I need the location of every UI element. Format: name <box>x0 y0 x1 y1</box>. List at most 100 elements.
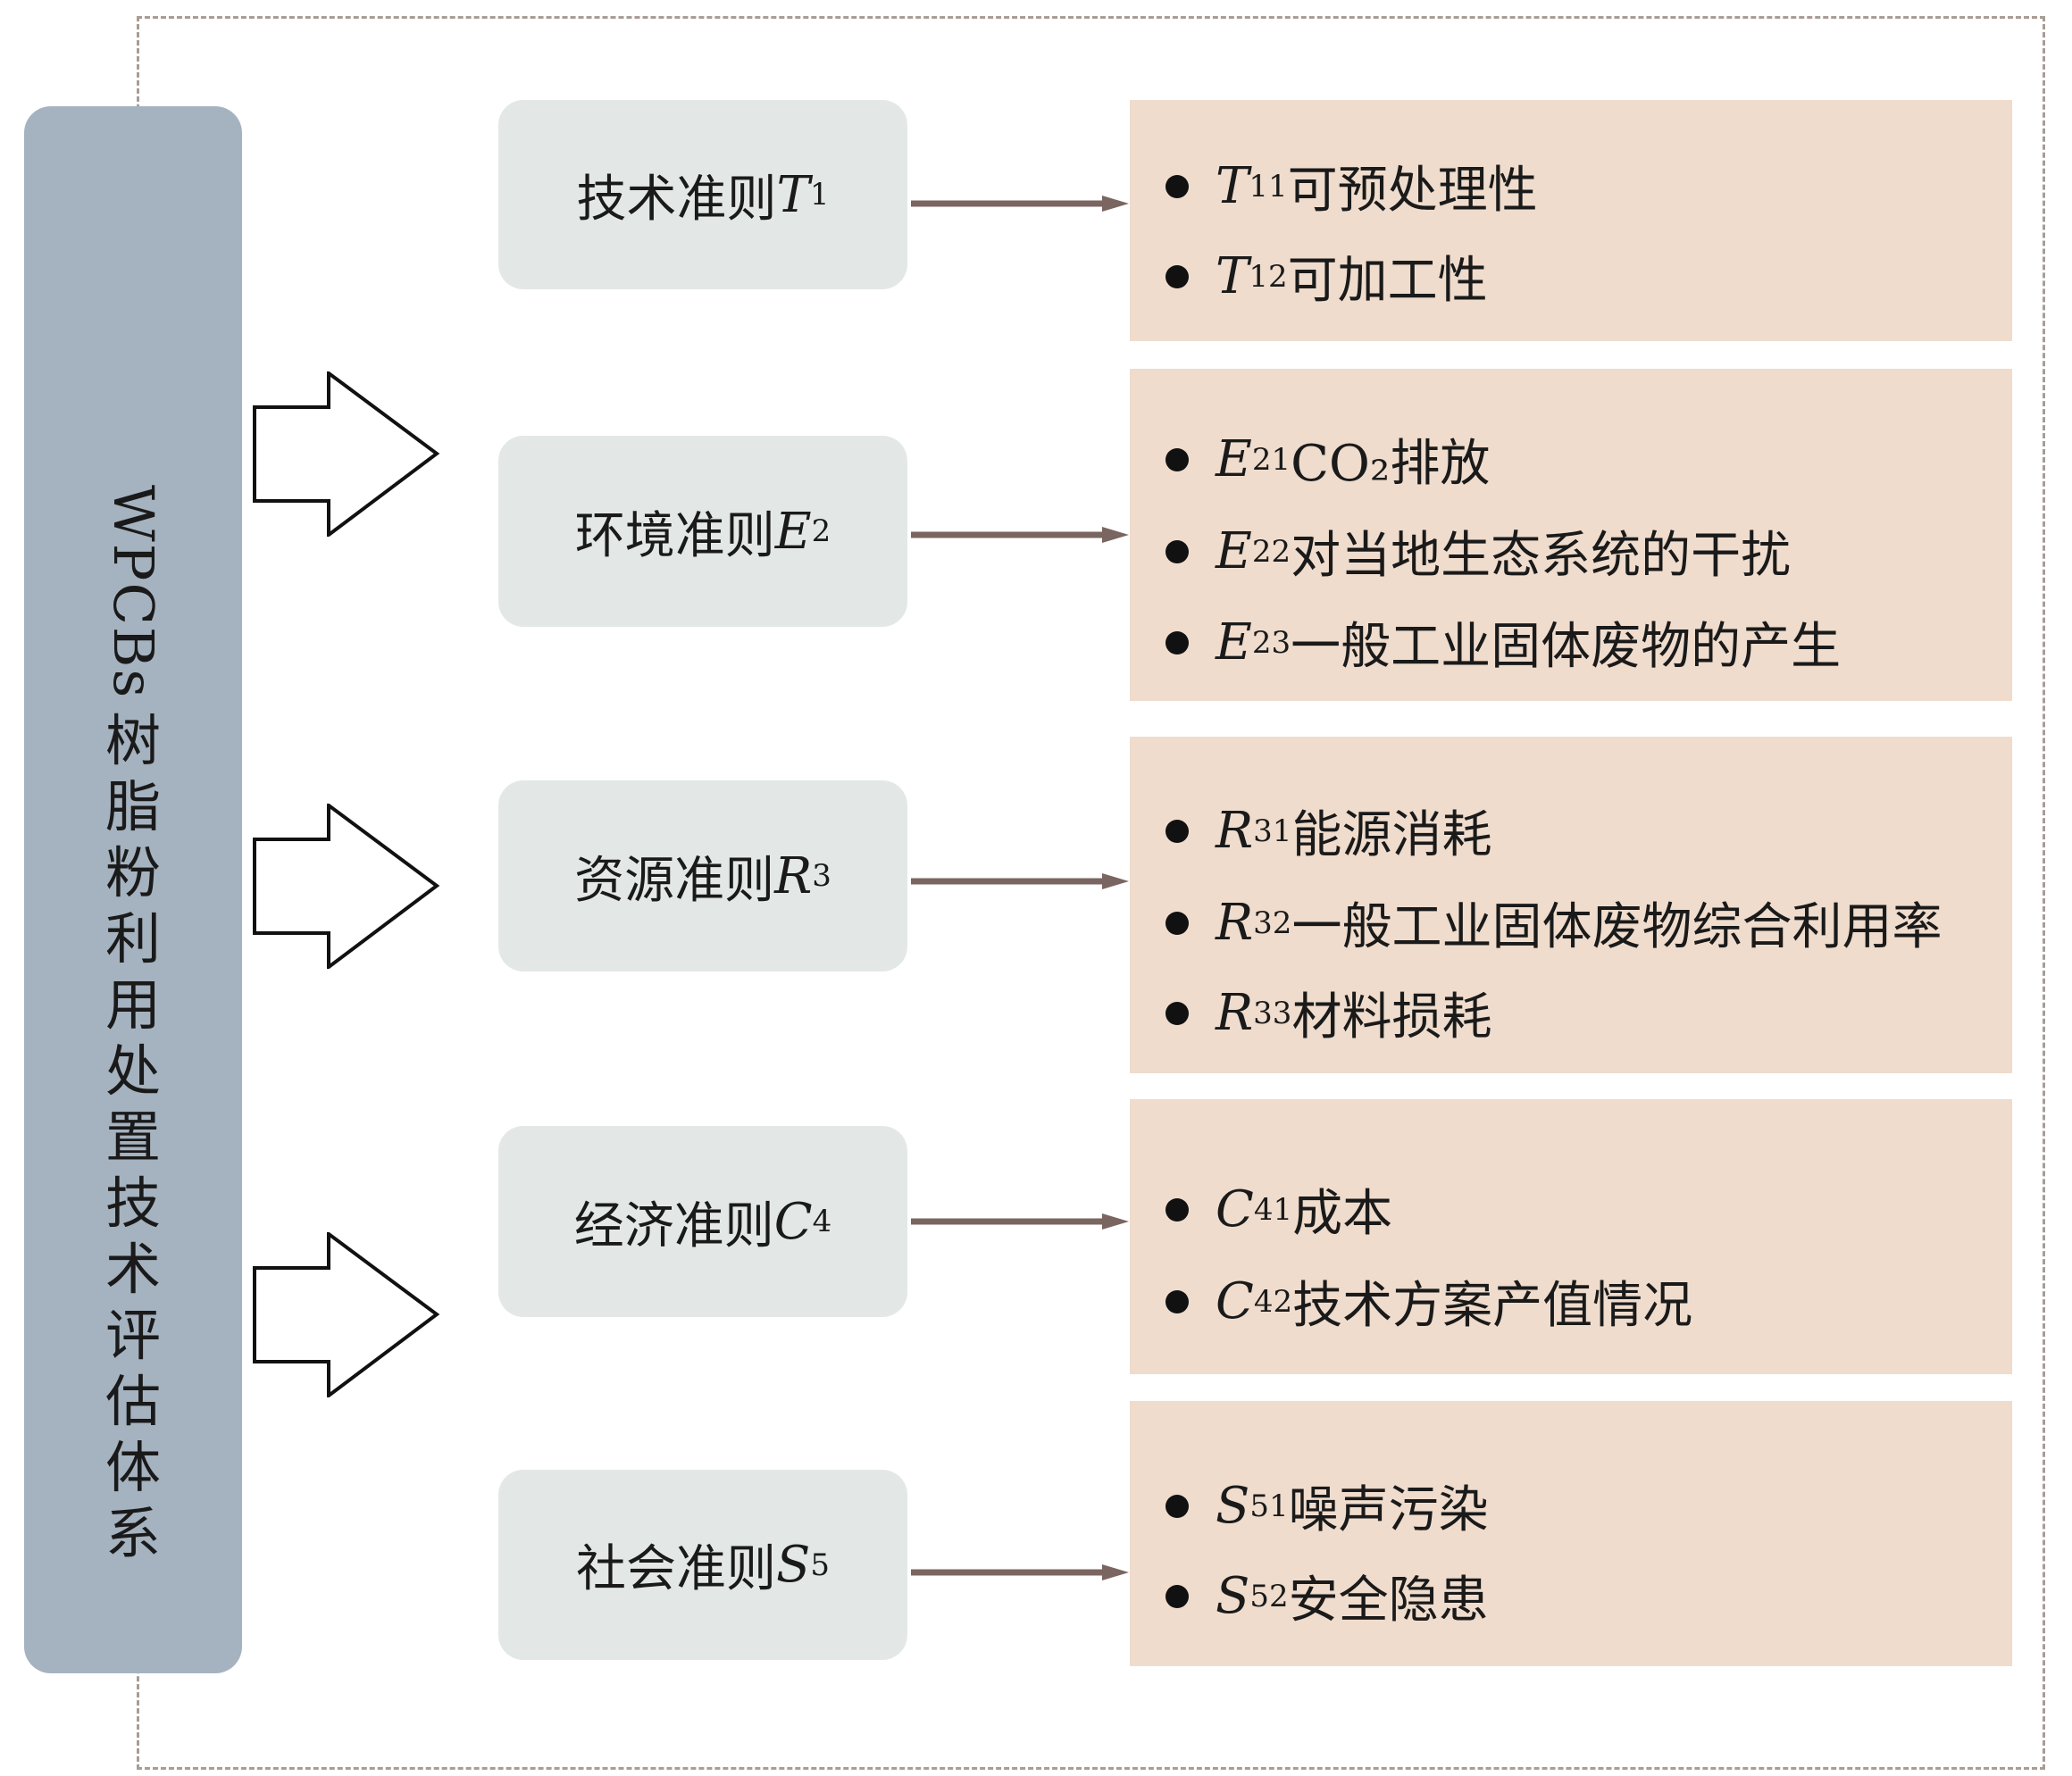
root-title-char: 评 <box>104 1303 161 1369</box>
bullet-icon <box>1166 819 1189 843</box>
connector-arrow-icon <box>911 1213 1129 1230</box>
criterion-label: 经济准则 <box>573 1197 774 1255</box>
root-title-char: 估 <box>104 1369 161 1435</box>
indicator-subscript: 32 <box>1253 905 1292 941</box>
indicator-text: 可预处理性 <box>1287 162 1538 220</box>
indicator-subscript: 21 <box>1251 441 1291 478</box>
block-arrow-icon <box>253 802 440 971</box>
indicator-symbol: S <box>1216 1477 1250 1535</box>
criterion-subscript: 1 <box>809 177 830 213</box>
root-title-char: 用 <box>104 972 161 1038</box>
indicator-text: 成本 <box>1292 1185 1393 1243</box>
root-node: WPCBs 树脂粉利用处置技术评估体系 <box>24 106 242 1673</box>
bullet-icon <box>1166 1197 1189 1222</box>
root-title-char: 置 <box>104 1105 161 1171</box>
bullet-icon <box>1166 630 1189 655</box>
root-title-char: 体 <box>104 1435 161 1501</box>
root-title-char: 系 <box>104 1501 161 1567</box>
indicator-symbol: R <box>1216 802 1254 860</box>
indicator-subscript: 42 <box>1253 1283 1293 1320</box>
criterion-label: 资源准则 <box>574 851 775 910</box>
criterion-subscript: 3 <box>812 858 831 894</box>
bullet-icon <box>1166 1494 1189 1518</box>
indicator-subscript: 22 <box>1251 533 1291 570</box>
indicator-text: 一般工业固体废物的产生 <box>1291 618 1842 676</box>
connector-arrow-icon <box>911 872 1129 890</box>
bullet-icon <box>1166 539 1189 563</box>
indicator-symbol: S <box>1216 1567 1250 1625</box>
criterion-symbol: S <box>775 1536 811 1594</box>
root-title-char: 脂 <box>104 774 161 840</box>
indicator-symbol: E <box>1216 522 1252 580</box>
indicator-symbol: C <box>1216 1180 1254 1238</box>
bullet-icon <box>1166 911 1189 935</box>
indicator-text: 可加工性 <box>1287 252 1488 310</box>
root-title-char: 粉 <box>104 840 161 906</box>
criterion-label: 环境准则 <box>574 506 775 565</box>
block-arrow-icon <box>253 1230 440 1400</box>
indicator-subscript: 33 <box>1253 995 1292 1031</box>
block-arrow-icon <box>253 370 440 539</box>
indicator-subscript: 11 <box>1249 168 1288 204</box>
criterion-label: 技术准则 <box>576 170 777 229</box>
indicator-symbol: T <box>1216 157 1249 215</box>
root-title-latin: WPCBs <box>101 485 166 700</box>
indicator-symbol: T <box>1216 247 1249 305</box>
root-title-char: 利 <box>104 906 161 972</box>
indicator-symbol: E <box>1216 613 1252 671</box>
criterion-symbol: T <box>776 165 810 224</box>
indicator-subscript: 31 <box>1253 813 1292 849</box>
indicator-symbol: C <box>1216 1272 1254 1330</box>
indicator-text: 一般工业固体废物综合利用率 <box>1291 898 1942 956</box>
criterion-subscript: 5 <box>810 1547 830 1583</box>
root-title-char: 术 <box>104 1237 161 1303</box>
root-title-char: 处 <box>104 1038 161 1105</box>
indicator-symbol: R <box>1216 984 1254 1042</box>
bullet-icon <box>1166 1584 1189 1608</box>
indicator-text: 技术方案产值情况 <box>1292 1277 1693 1335</box>
bullet-icon <box>1166 447 1189 471</box>
indicator-text: 安全隐患 <box>1288 1572 1489 1630</box>
indicator-subscript: 41 <box>1253 1191 1293 1228</box>
connector-arrow-icon <box>911 526 1129 544</box>
root-title-char: 树 <box>104 708 161 774</box>
root-title-char: 技 <box>104 1171 161 1237</box>
indicator-text: 对当地生态系统的干扰 <box>1291 527 1792 585</box>
criterion-symbol: R <box>774 846 813 905</box>
indicator-subscript: 23 <box>1251 624 1291 661</box>
indicator-text: 噪声污染 <box>1288 1481 1489 1539</box>
indicator-subscript: 51 <box>1249 1488 1289 1524</box>
criterion-subscript: 4 <box>812 1204 832 1239</box>
indicator-subscript: 52 <box>1249 1578 1289 1614</box>
indicator-text: 材料损耗 <box>1291 988 1492 1046</box>
connector-arrow-icon <box>911 195 1129 213</box>
indicator-symbol: R <box>1216 894 1254 952</box>
bullet-icon <box>1166 1001 1189 1025</box>
bullet-icon <box>1166 264 1189 288</box>
criterion-label: 社会准则 <box>575 1540 776 1598</box>
indicator-subscript: 12 <box>1249 258 1288 295</box>
